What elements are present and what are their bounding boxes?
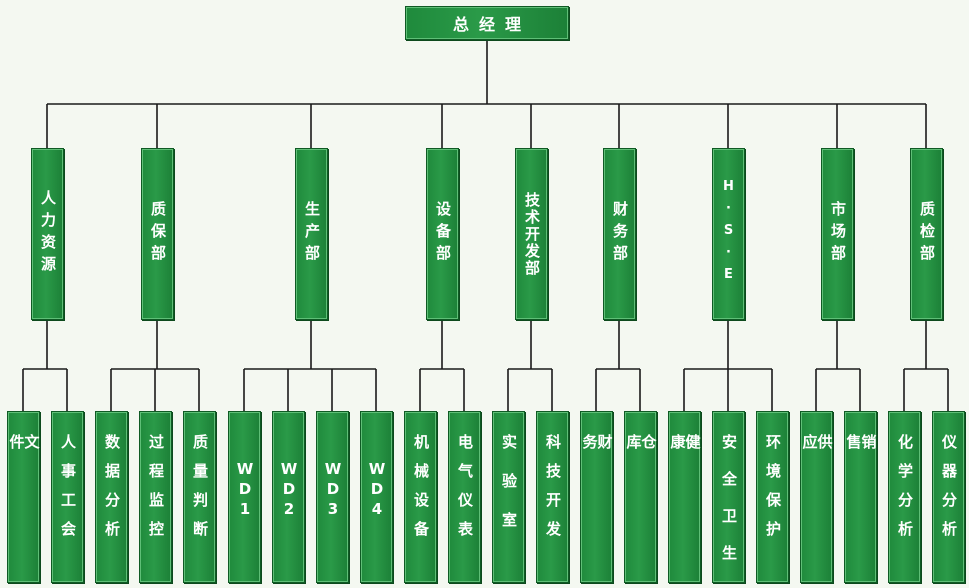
sub-node: 健康 bbox=[668, 411, 702, 583]
sub-node: 文件 bbox=[7, 411, 41, 583]
sub-label: 科技开发 bbox=[544, 434, 562, 550]
sub-label: 环境保护 bbox=[764, 434, 782, 550]
root-node: 总经理 bbox=[405, 6, 569, 40]
dept-label: 质保部 bbox=[149, 201, 167, 267]
sub-node: 财务 bbox=[580, 411, 614, 583]
sub-node: 销售 bbox=[844, 411, 878, 583]
sub-label: 化学分析 bbox=[896, 434, 914, 550]
sub-node: WD3 bbox=[316, 411, 349, 583]
dept-label: 市场部 bbox=[829, 201, 847, 267]
dept-node: 人力资源 bbox=[31, 148, 64, 320]
sub-label: 质量判断 bbox=[191, 434, 209, 550]
sub-node: 质量判断 bbox=[183, 411, 216, 583]
sub-label: WD4 bbox=[368, 460, 386, 520]
sub-label: 健康 bbox=[668, 434, 702, 529]
dept-node: 市场部 bbox=[821, 148, 854, 320]
dept-label: H·S·E bbox=[721, 179, 736, 289]
dept-node: 设备部 bbox=[426, 148, 459, 320]
sub-node: 数据分析 bbox=[95, 411, 128, 583]
dept-label: 技术开发部 bbox=[523, 191, 541, 277]
sub-node: 科技开发 bbox=[536, 411, 569, 583]
sub-label: 仪器分析 bbox=[940, 434, 958, 550]
sub-label: 实验室 bbox=[500, 434, 518, 551]
sub-node: 环境保护 bbox=[756, 411, 789, 583]
sub-label: WD1 bbox=[236, 460, 254, 520]
dept-node: 技术开发部 bbox=[515, 148, 548, 320]
dept-node: 财务部 bbox=[603, 148, 636, 320]
sub-label: 销售 bbox=[844, 434, 878, 529]
sub-node: 仓库 bbox=[624, 411, 658, 583]
dept-label: 生产部 bbox=[303, 201, 321, 267]
sub-node: 供应 bbox=[800, 411, 834, 583]
sub-node: 电气仪表 bbox=[448, 411, 481, 583]
sub-label: 过程监控 bbox=[147, 434, 165, 550]
sub-node: 安全卫生 bbox=[712, 411, 745, 583]
sub-node: 过程监控 bbox=[139, 411, 172, 583]
dept-node: H·S·E bbox=[712, 148, 745, 320]
sub-node: 机械设备 bbox=[404, 411, 437, 583]
sub-node: WD1 bbox=[228, 411, 261, 583]
sub-node: 人事工会 bbox=[51, 411, 84, 583]
sub-label: 财务 bbox=[580, 434, 614, 529]
sub-label: 安全卫生 bbox=[720, 434, 738, 582]
sub-node: 仪器分析 bbox=[932, 411, 965, 583]
sub-label: WD3 bbox=[324, 460, 342, 520]
sub-label: 人事工会 bbox=[59, 434, 77, 550]
sub-label: 仓库 bbox=[624, 434, 658, 529]
sub-node: 实验室 bbox=[492, 411, 525, 583]
sub-label: 供应 bbox=[800, 434, 834, 529]
root-label: 总经理 bbox=[452, 15, 531, 34]
dept-label: 设备部 bbox=[434, 201, 452, 267]
dept-label: 质检部 bbox=[918, 201, 936, 267]
sub-node: WD4 bbox=[360, 411, 393, 583]
dept-node: 质检部 bbox=[910, 148, 943, 320]
sub-node: WD2 bbox=[272, 411, 305, 583]
sub-label: 机械设备 bbox=[412, 434, 430, 550]
sub-label: 文件 bbox=[7, 434, 41, 519]
sub-label: WD2 bbox=[280, 460, 298, 520]
dept-label: 财务部 bbox=[611, 201, 629, 267]
dept-label: 人力资源 bbox=[39, 190, 57, 278]
dept-node: 生产部 bbox=[295, 148, 328, 320]
dept-node: 质保部 bbox=[141, 148, 174, 320]
sub-node: 化学分析 bbox=[888, 411, 921, 583]
sub-label: 电气仪表 bbox=[456, 434, 474, 550]
sub-label: 数据分析 bbox=[103, 434, 121, 550]
